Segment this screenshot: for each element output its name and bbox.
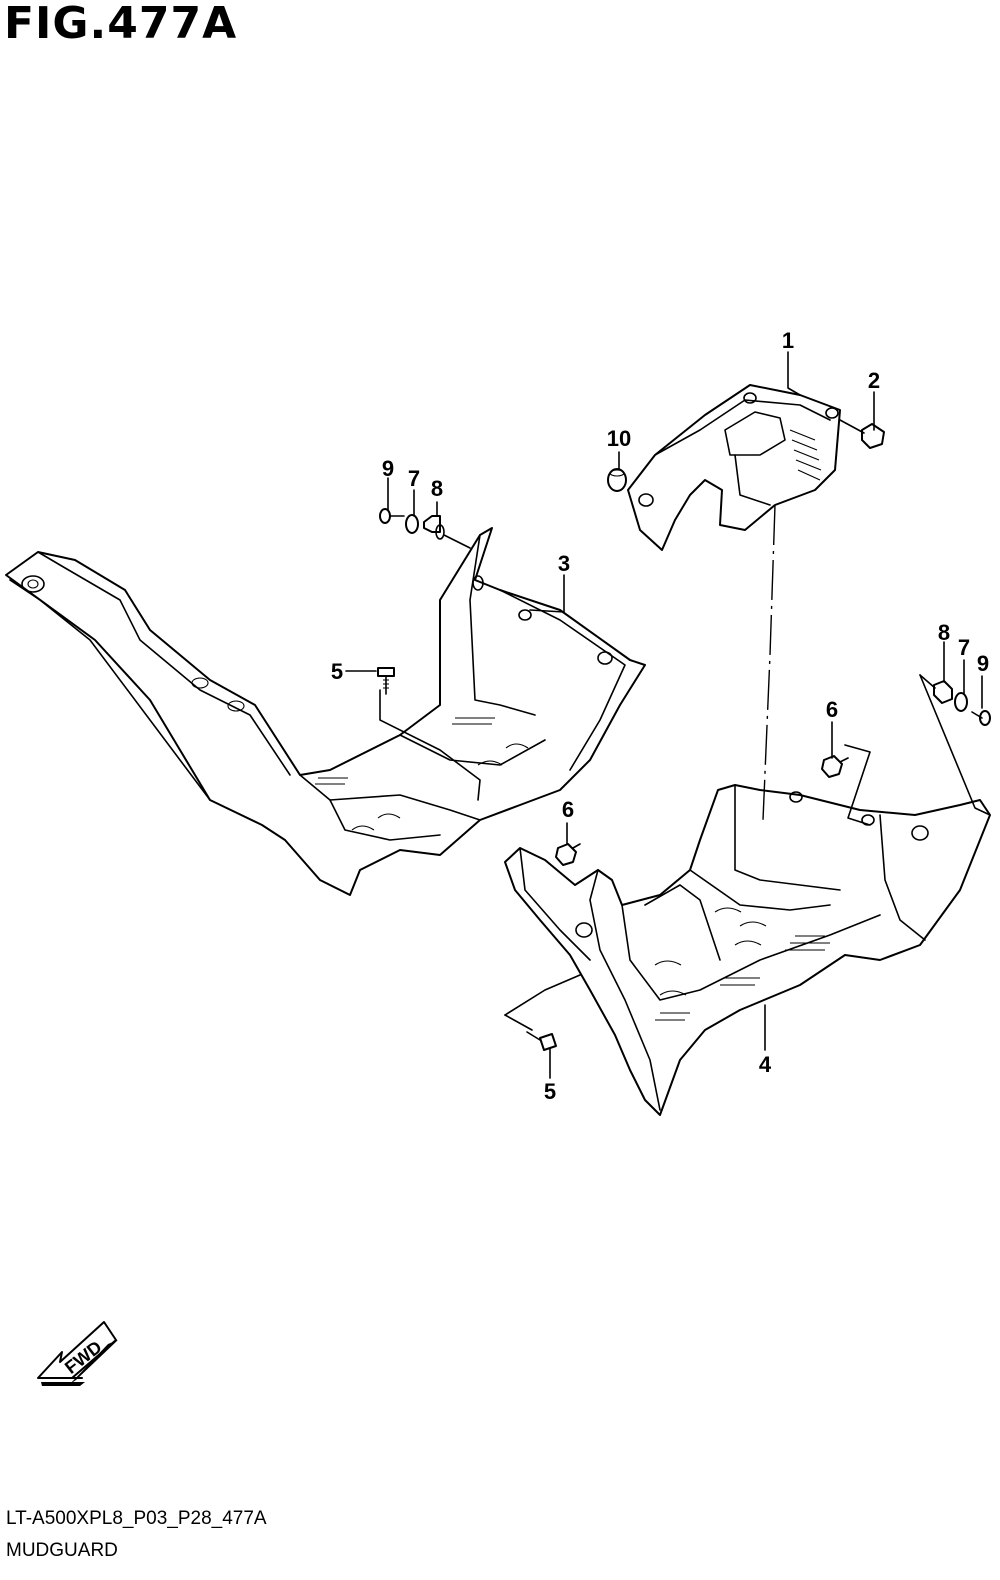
- callout-3: 3: [558, 551, 570, 576]
- callout-9-right: 9: [977, 651, 989, 676]
- bolt-part-9-left[interactable]: [379, 508, 405, 524]
- grommet-part-8-right[interactable]: [933, 680, 953, 704]
- callout-6-upper: 6: [826, 697, 838, 722]
- washer-part-7-left[interactable]: [405, 514, 419, 534]
- washer-part-7-right[interactable]: [954, 692, 968, 712]
- fwd-arrow-icon: FWD: [37, 1321, 118, 1386]
- callout-5-left: 5: [331, 659, 343, 684]
- screw-part-2[interactable]: [839, 419, 885, 449]
- left-mudguard-part-3[interactable]: [5, 527, 646, 896]
- bolt-part-5-right[interactable]: [526, 1031, 557, 1051]
- callout-9-left: 9: [382, 456, 394, 481]
- figure-title: FIG.477A: [4, 0, 238, 49]
- clip-part-10[interactable]: [607, 468, 627, 492]
- callout-8-right: 8: [938, 620, 950, 645]
- callout-7-right: 7: [958, 635, 970, 660]
- bolt-part-9-right[interactable]: [971, 710, 991, 726]
- nut-part-6-upper[interactable]: [821, 755, 849, 778]
- diagram-code: LT-A500XPL8_P03_P28_477A: [6, 1508, 267, 1529]
- nut-part-6-lower[interactable]: [555, 843, 581, 866]
- bolt-part-5-left[interactable]: [377, 667, 395, 695]
- callout-1: 1: [782, 328, 794, 353]
- callout-6-lower: 6: [562, 797, 574, 822]
- grommet-part-8-left[interactable]: [423, 515, 445, 540]
- right-mudguard-part-4[interactable]: [504, 784, 991, 1116]
- leader-lines: [345, 351, 991, 1079]
- callout-7-left: 7: [408, 466, 420, 491]
- callout-2: 2: [868, 368, 880, 393]
- diagram-name: MUDGUARD: [6, 1540, 118, 1561]
- callout-5-right: 5: [544, 1079, 556, 1104]
- callout-10: 10: [607, 426, 631, 451]
- callout-8-left: 8: [431, 476, 443, 501]
- callout-4: 4: [759, 1052, 772, 1077]
- top-cover-part-1[interactable]: [627, 384, 841, 551]
